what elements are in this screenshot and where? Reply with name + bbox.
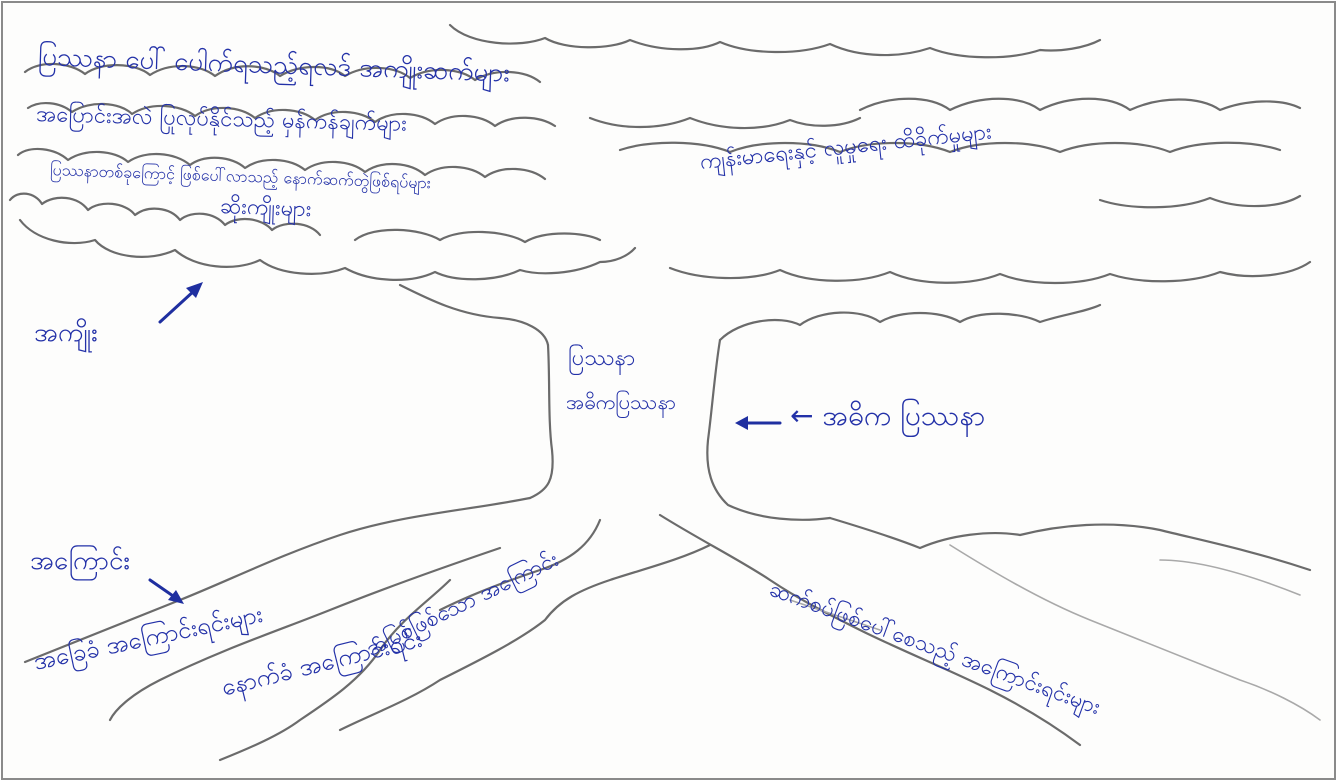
canopy-outlines <box>8 23 1312 347</box>
trunk-label-line1: ပြဿနာ <box>568 346 635 371</box>
root-arrow-label: အကြောင်း <box>30 546 131 576</box>
root-arrow <box>148 578 184 604</box>
trunk-arrow-label: ← အဓိက ပြဿနာ <box>790 399 986 432</box>
leaf-arrow-label: အကျိုး <box>34 318 98 348</box>
leaf-arrow <box>158 282 203 324</box>
trunk-outline <box>528 338 832 521</box>
trunk-label-line2: အဓိကပြဿနာ <box>566 390 677 414</box>
root-outlines <box>23 496 1321 762</box>
trunk-arrow <box>735 416 782 430</box>
leaf-label-line4: ဆိုးကျိုးများ <box>219 194 312 223</box>
